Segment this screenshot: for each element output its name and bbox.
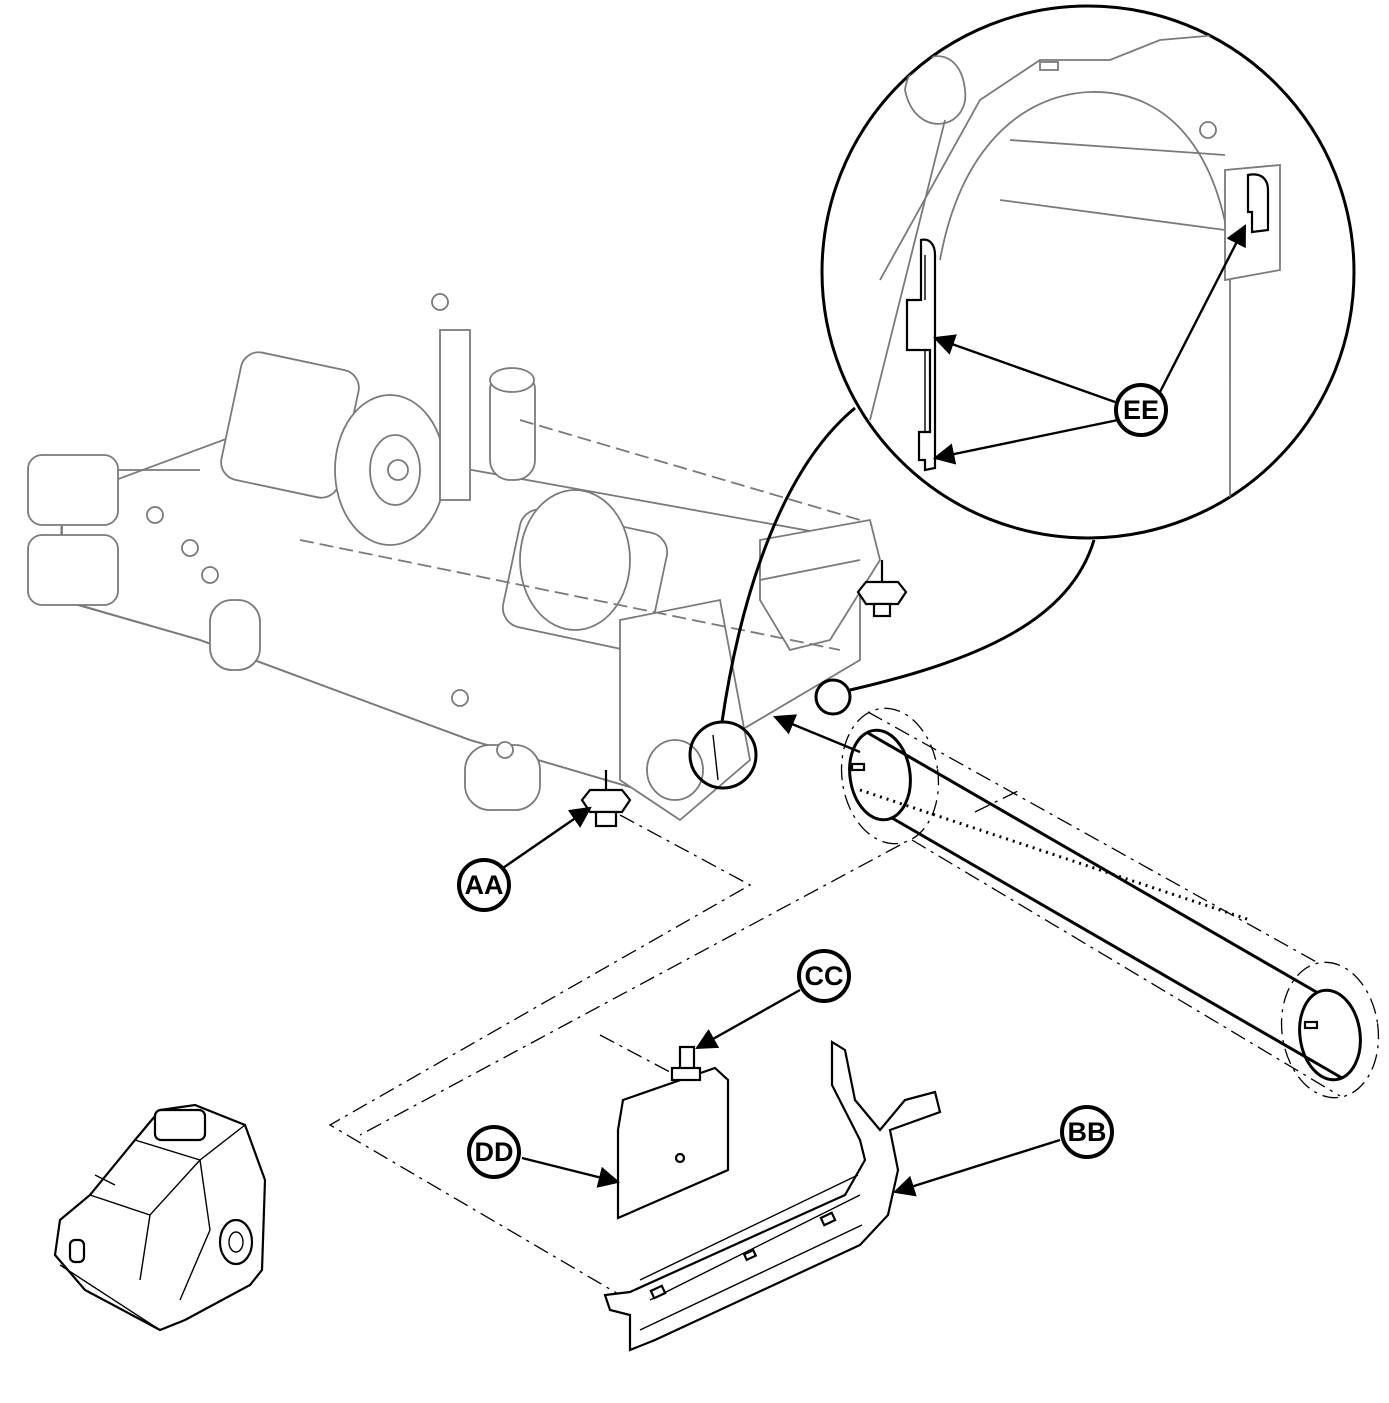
svg-text:DD: DD — [475, 1137, 514, 1167]
install-arrow — [773, 714, 861, 754]
detail-circle-right — [814, 678, 852, 716]
leader-cc — [695, 988, 801, 1050]
callout-dd: DD — [467, 1125, 521, 1179]
alignment-line-brush — [359, 844, 901, 1136]
leader-aa — [499, 806, 592, 871]
scrub-deck-frame — [27, 293, 881, 822]
zoom-detail — [820, 4, 1356, 540]
zoom-connector-right — [849, 539, 1096, 692]
callout-bb: BB — [1060, 1105, 1114, 1159]
knob-right — [856, 560, 908, 618]
leader-ee-1 — [932, 334, 1116, 404]
detail-notch-left — [712, 734, 719, 781]
cylindrical-brush — [840, 707, 1380, 1099]
side-skirt-guard — [603, 1040, 942, 1352]
leader-bb — [892, 1138, 1061, 1197]
shield-plate — [616, 1045, 730, 1220]
callout-aa: AA — [457, 858, 511, 912]
callout-ee: EE — [1114, 383, 1168, 437]
scrubber-thumbnail — [53, 1103, 267, 1332]
leader-ee-3 — [1158, 224, 1247, 393]
svg-text:CC: CC — [805, 961, 844, 991]
callout-cc: CC — [797, 949, 851, 1003]
svg-text:BB: BB — [1068, 1117, 1107, 1147]
svg-text:AA: AA — [465, 870, 504, 900]
svg-text:EE: EE — [1123, 395, 1159, 425]
alignment-line-aa-bb — [328, 814, 752, 1296]
leader-ee-2 — [932, 418, 1119, 465]
alignment-line-brush-top — [974, 789, 1021, 813]
leader-dd — [521, 1156, 621, 1188]
knob-left — [580, 770, 632, 828]
zoom-connector-left — [720, 406, 856, 723]
